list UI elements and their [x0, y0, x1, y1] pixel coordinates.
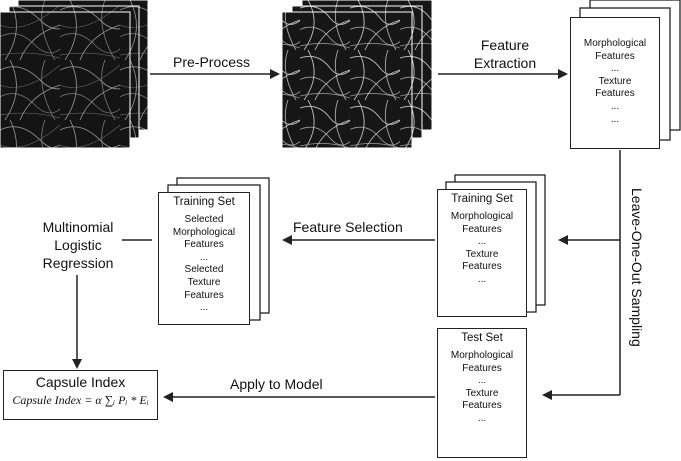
training-set-right-line2: Features	[462, 223, 502, 235]
test-set-line2: Features	[462, 362, 502, 374]
mlr-label: Multinomial Logistic Regression	[28, 218, 128, 272]
test-set-line4: Texture	[465, 387, 499, 399]
feature-card-line2: Features	[595, 50, 635, 62]
test-set-line3: ...	[477, 375, 487, 387]
training-set-left-title: Training Set	[173, 196, 235, 208]
training-set-left-line2: Morphological	[172, 226, 236, 238]
feature-extraction-label-line1: Feature	[480, 37, 530, 53]
training-set-left-line4: ...	[199, 251, 209, 263]
test-set-line6: ...	[477, 412, 487, 424]
training-set-right-line3: ...	[477, 236, 487, 248]
training-set-left-line1: Selected	[184, 214, 224, 225]
preprocess-label: Pre-Process	[173, 54, 251, 70]
training-set-left-card: Training Set Selected Morphological Feat…	[158, 192, 250, 325]
mlr-label-line1: Multinomial	[42, 219, 114, 235]
capsule-index-formula: Capsule Index = α ∑ᵢ Pᵢ * Eᵢ	[12, 393, 149, 407]
test-set-card: Test Set Morphological Features ... Text…	[437, 328, 527, 458]
loo-sampling-label: Leave-One-Out Sampling	[629, 188, 645, 347]
feature-extraction-label-line2: Extraction	[473, 55, 537, 71]
training-set-right-line5: Features	[462, 261, 502, 273]
capsule-index-box: Capsule Index Capsule Index = α ∑ᵢ Pᵢ * …	[3, 370, 158, 420]
training-set-right-line6: ...	[477, 273, 487, 285]
apply-to-model-label: Apply to Model	[230, 376, 323, 392]
feature-card-line3: ...	[610, 63, 620, 75]
training-set-left-line3: Features	[184, 239, 224, 251]
mlr-label-line2: Logistic	[54, 237, 102, 253]
training-set-right-card: Training Set Morphological Features ... …	[437, 189, 527, 317]
feature-selection-label: Feature Selection	[293, 219, 403, 235]
training-set-left-line5: Selected	[184, 264, 224, 276]
raw-image-stack	[0, 0, 149, 149]
training-set-left-line6: Texture	[187, 276, 221, 288]
test-set-title: Test Set	[461, 332, 503, 344]
feature-card-line1: Morphological	[583, 38, 647, 49]
training-set-left-line7: Features	[184, 289, 224, 301]
training-set-right-line1: Morphological	[450, 211, 514, 222]
training-set-right-line4: Texture	[465, 248, 499, 260]
mlr-label-line3: Regression	[42, 255, 114, 271]
processed-image-stack	[281, 0, 433, 149]
training-set-right-title: Training Set	[451, 193, 513, 205]
feature-card-line5: Features	[595, 88, 635, 100]
test-set-line5: Features	[462, 400, 502, 412]
feature-card-line4: Texture	[598, 75, 632, 87]
feature-card-line6: ...	[610, 100, 620, 112]
training-set-left-line8: ...	[199, 302, 209, 314]
feature-card: Morphological Features ... Texture Featu…	[570, 17, 660, 149]
test-set-line1: Morphological	[450, 350, 514, 361]
feature-extraction-label: Feature Extraction	[473, 36, 537, 72]
feature-card-line7: ...	[610, 113, 620, 125]
capsule-index-title: Capsule Index	[35, 374, 126, 390]
